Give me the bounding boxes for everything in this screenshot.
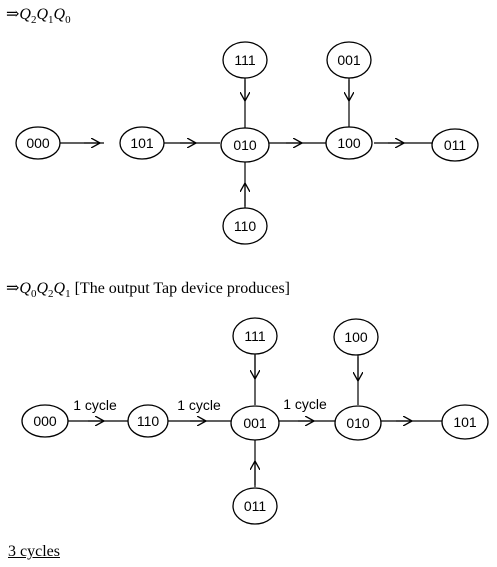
svg-text:011: 011 [244, 498, 267, 514]
conclusion-text: 3 cycles [8, 543, 60, 560]
state-node: 011 [232, 487, 278, 525]
heading-state-order-1: ⇒Q2Q1Q0 [6, 4, 71, 26]
state-node: 110 [127, 404, 169, 438]
svg-text:001: 001 [337, 52, 361, 68]
state-node: 110 [222, 207, 268, 245]
state-node: 101 [119, 126, 165, 160]
state-node: 000 [15, 126, 61, 160]
state-node: 001 [326, 41, 372, 79]
state-node: 100 [333, 318, 379, 356]
state-node: 111 [232, 317, 278, 355]
svg-text:100: 100 [344, 329, 368, 345]
state-node: 011 [431, 128, 479, 162]
edge-label: 1 cycle [73, 397, 117, 413]
var-3: Q1 [53, 280, 71, 301]
svg-text:101: 101 [453, 414, 477, 430]
state-node: 000 [21, 404, 69, 438]
svg-text:010: 010 [233, 137, 257, 153]
svg-text:011: 011 [444, 137, 467, 153]
var-1: Q0 [19, 280, 37, 301]
state-node: 010 [220, 127, 270, 163]
diagram-2: 1 cycle 1 cycle 1 cycle 000 110 001 010 [21, 317, 489, 525]
state-node: 001 [230, 405, 280, 441]
svg-text:000: 000 [26, 135, 50, 151]
svg-text:101: 101 [130, 135, 154, 151]
svg-text:000: 000 [33, 413, 57, 429]
var-2: Q1 [36, 6, 54, 27]
svg-text:111: 111 [234, 52, 255, 68]
svg-text:110: 110 [234, 218, 257, 234]
diagram-1: 000 101 010 100 011 111 [15, 41, 479, 245]
heading-state-order-2: ⇒Q0Q2Q1 [The output Tap device produces] [6, 278, 290, 300]
state-node: 111 [222, 41, 268, 79]
svg-text:100: 100 [337, 135, 361, 151]
svg-text:110: 110 [137, 413, 160, 429]
var-2: Q2 [36, 280, 54, 301]
implies-arrow: ⇒ [6, 6, 20, 23]
state-node: 100 [325, 126, 373, 160]
var-3: Q0 [53, 6, 71, 27]
edge-label: 1 cycle [283, 396, 327, 412]
svg-text:010: 010 [346, 415, 370, 431]
svg-text:001: 001 [243, 415, 267, 431]
edge-label: 1 cycle [177, 397, 221, 413]
var-1: Q2 [19, 6, 37, 27]
implies-arrow: ⇒ [6, 280, 20, 297]
state-node: 101 [441, 404, 489, 440]
state-node: 010 [334, 405, 382, 441]
svg-text:111: 111 [244, 328, 265, 344]
heading-note: [The output Tap device produces] [74, 280, 290, 297]
